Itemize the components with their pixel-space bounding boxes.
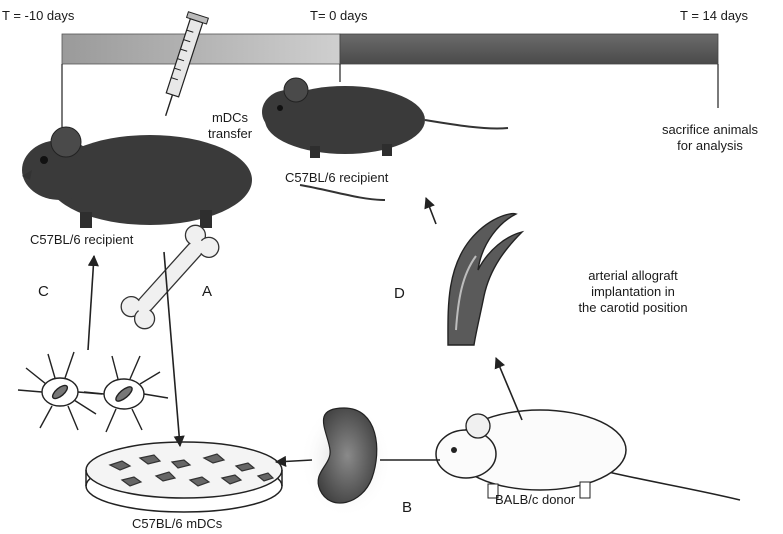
recipient-left-label: C57BL/6 recipient bbox=[30, 232, 133, 248]
allograft-line1: arterial allograft bbox=[558, 268, 708, 284]
mdcs-transfer-line1: mDCs bbox=[180, 110, 280, 126]
sacrifice-line1: sacrifice animals bbox=[643, 122, 777, 138]
allograft-label: arterial allograft implantation in the c… bbox=[558, 268, 708, 316]
arrow-donor-to-artery bbox=[496, 358, 522, 420]
step-b-label: B bbox=[402, 500, 412, 516]
donor-mouse-icon bbox=[436, 410, 740, 500]
petri-dish-icon bbox=[86, 442, 282, 512]
step-c-label: C bbox=[38, 284, 49, 300]
mdcs-dish-label: C57BL/6 mDCs bbox=[132, 516, 222, 532]
graft-recipient-mouse-icon bbox=[262, 78, 508, 158]
timeline-early-segment bbox=[62, 34, 340, 64]
artery-graft-icon bbox=[448, 214, 522, 345]
timeline-late-segment bbox=[340, 34, 718, 64]
sacrifice-line2: for analysis bbox=[643, 138, 777, 154]
timeline-mid-label: T= 0 days bbox=[310, 8, 367, 24]
timeline-start-label: T = -10 days bbox=[2, 8, 74, 24]
sacrifice-label: sacrifice animals for analysis bbox=[643, 122, 777, 154]
recipient-top-label: C57BL/6 recipient bbox=[285, 170, 388, 186]
mdcs-transfer-line2: transfer bbox=[180, 126, 280, 142]
arrow-artery-to-recipient bbox=[426, 198, 436, 224]
dendritic-cell-left-icon bbox=[18, 352, 102, 430]
allograft-line2: implantation in bbox=[558, 284, 708, 300]
syringe-icon bbox=[156, 12, 209, 119]
allograft-line3: the carotid position bbox=[558, 300, 708, 316]
spleen-icon bbox=[300, 402, 392, 518]
arrow-dc-to-recipient bbox=[88, 256, 94, 350]
step-d-label: D bbox=[394, 286, 405, 302]
mdcs-transfer-label: mDCs transfer bbox=[180, 110, 280, 142]
timeline-end-label: T = 14 days bbox=[680, 8, 748, 24]
donor-label: BALB/c donor bbox=[495, 492, 575, 508]
step-a-label: A bbox=[202, 284, 212, 300]
